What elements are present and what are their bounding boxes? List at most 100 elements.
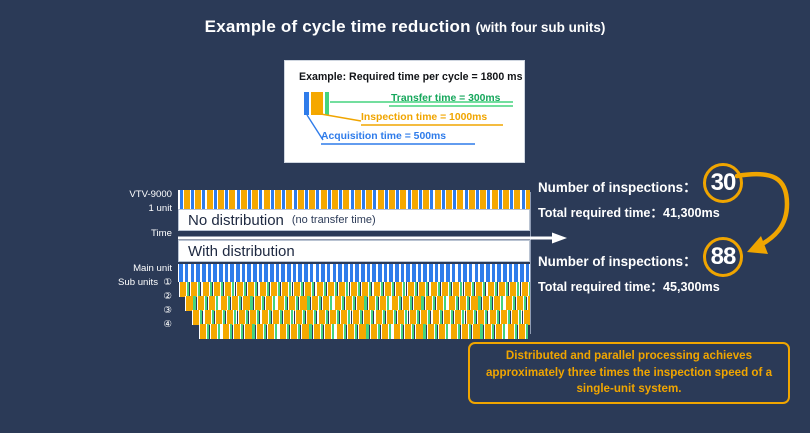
- bar-segment-transfer: [209, 282, 212, 297]
- axis-label-sub-marker-3: ③: [163, 305, 172, 316]
- bar-segment-acquisition: [304, 264, 308, 282]
- bar-segment-inspection: [199, 324, 206, 339]
- bar-segment-acquisition: [508, 264, 513, 282]
- page-title: Example of cycle time reduction (with fo…: [0, 17, 810, 37]
- bar-segment-acquisition: [292, 264, 297, 282]
- bar-segment-transfer: [206, 324, 209, 339]
- bar-segment-acquisition: [360, 264, 365, 282]
- bar-segment-inspection: [468, 190, 475, 209]
- bar-segment-acquisition: [475, 190, 480, 209]
- bar-segment-acquisition: [258, 264, 263, 282]
- bar-segment-inspection: [427, 324, 434, 339]
- page-title-main: Example of cycle time reduction: [204, 17, 476, 36]
- bar-segment-transfer: [400, 324, 403, 339]
- bar-segment-inspection: [366, 190, 373, 209]
- bar-segment-acquisition: [213, 264, 217, 282]
- bar-segment-transfer: [343, 324, 346, 339]
- bar-segment-inspection: [329, 310, 337, 325]
- bar-segment-inspection: [398, 310, 405, 325]
- bar-segment-transfer: [528, 282, 530, 297]
- bar-segment-inspection: [388, 190, 395, 209]
- bar-segment-acquisition: [430, 190, 434, 209]
- bar-segment-inspection: [341, 310, 348, 325]
- timeline-row-sub-1: [178, 282, 530, 297]
- bar-segment-acquisition: [412, 264, 416, 282]
- legend-sample-bar: [304, 92, 329, 115]
- bar-segment-transfer: [377, 324, 380, 339]
- bar-segment-acquisition: [218, 264, 223, 282]
- legend-swatch-acquisition: [304, 92, 309, 115]
- bar-segment-transfer: [494, 282, 497, 297]
- bar-segment-transfer: [514, 324, 517, 339]
- bar-segment-acquisition: [298, 264, 303, 282]
- bar-segment-acquisition: [423, 264, 428, 282]
- bar-segment-transfer: [410, 296, 413, 311]
- bar-segment-transfer: [380, 282, 383, 297]
- bar-segment-transfer: [462, 310, 465, 325]
- bar-segment-transfer: [245, 310, 248, 325]
- bar-segment-inspection: [316, 282, 323, 297]
- timeline-chart: [178, 190, 530, 339]
- bar-segment-inspection: [430, 282, 437, 297]
- bar-segment-inspection: [414, 296, 421, 311]
- result-top-total-time-label: Total required time：: [538, 206, 664, 220]
- bar-segment-inspection: [373, 282, 380, 297]
- bar-segment-transfer: [405, 310, 408, 325]
- bar-segment-transfer: [434, 324, 437, 339]
- axis-label-time: Time: [151, 228, 172, 239]
- bar-segment-transfer: [519, 310, 522, 325]
- bar-segment-transfer: [279, 310, 283, 325]
- bar-segment-inspection: [382, 324, 389, 339]
- bar-segment-inspection: [197, 296, 204, 311]
- axis-label-main-unit: Main unit: [133, 263, 172, 274]
- bar-segment-acquisition: [316, 190, 320, 209]
- bar-segment-inspection: [325, 324, 332, 339]
- bar-segment-transfer: [220, 282, 224, 297]
- bar-segment-transfer: [426, 282, 429, 297]
- bar-segment-inspection: [305, 282, 312, 297]
- bar-segment-inspection: [284, 310, 291, 325]
- bar-segment-acquisition: [497, 264, 501, 282]
- bar-segment-acquisition: [315, 264, 320, 282]
- bar-segment-acquisition: [434, 264, 439, 282]
- band-no-distribution-note: (no transfer time): [291, 214, 376, 226]
- callout-summary-text: Distributed and parallel processing achi…: [485, 349, 773, 396]
- bar-segment-acquisition: [485, 264, 490, 282]
- bar-segment-transfer: [524, 296, 527, 311]
- axis-label-sub-marker-2: ②: [163, 291, 172, 302]
- bar-segment-acquisition: [349, 264, 354, 282]
- comparison-arrow: [735, 171, 790, 254]
- bar-segment-acquisition: [338, 264, 342, 282]
- bar-segment-transfer: [355, 324, 358, 339]
- bar-segment-inspection: [202, 282, 209, 297]
- bar-segment-acquisition: [326, 264, 331, 282]
- bar-segment-acquisition: [190, 190, 195, 209]
- bar-segment-transfer: [298, 324, 301, 339]
- bar-segment-acquisition: [225, 190, 229, 209]
- band-no-distribution: No distribution (no transfer time): [178, 209, 530, 231]
- bar-segment-acquisition: [361, 190, 366, 209]
- bar-segment-inspection: [432, 310, 439, 325]
- bar-segment-transfer: [423, 324, 426, 339]
- bar-segment-acquisition: [463, 264, 467, 282]
- bar-segment-acquisition: [395, 264, 399, 282]
- bar-segment-inspection: [195, 190, 202, 209]
- bar-segment-transfer: [469, 324, 472, 339]
- result-top-inspections-badge: 30: [703, 163, 743, 203]
- time-axis-arrow: [178, 232, 567, 244]
- bar-segment-acquisition: [502, 264, 507, 282]
- bar-segment-inspection: [318, 310, 325, 325]
- bar-segment-transfer: [314, 310, 317, 325]
- bar-segment-transfer: [312, 282, 315, 297]
- bar-segment-inspection: [453, 282, 460, 297]
- bar-segment-transfer: [348, 310, 351, 325]
- bar-segment-inspection: [268, 324, 275, 339]
- bar-segment-transfer: [193, 296, 196, 311]
- bar-segment-transfer: [241, 324, 244, 339]
- result-bottom-inspections-badge: 88: [703, 237, 743, 277]
- bar-segment-transfer: [277, 282, 281, 297]
- bar-segment-acquisition: [406, 264, 410, 282]
- bar-segment-inspection: [289, 296, 296, 311]
- bar-segment-inspection: [517, 296, 524, 311]
- bar-segment-acquisition: [451, 264, 456, 282]
